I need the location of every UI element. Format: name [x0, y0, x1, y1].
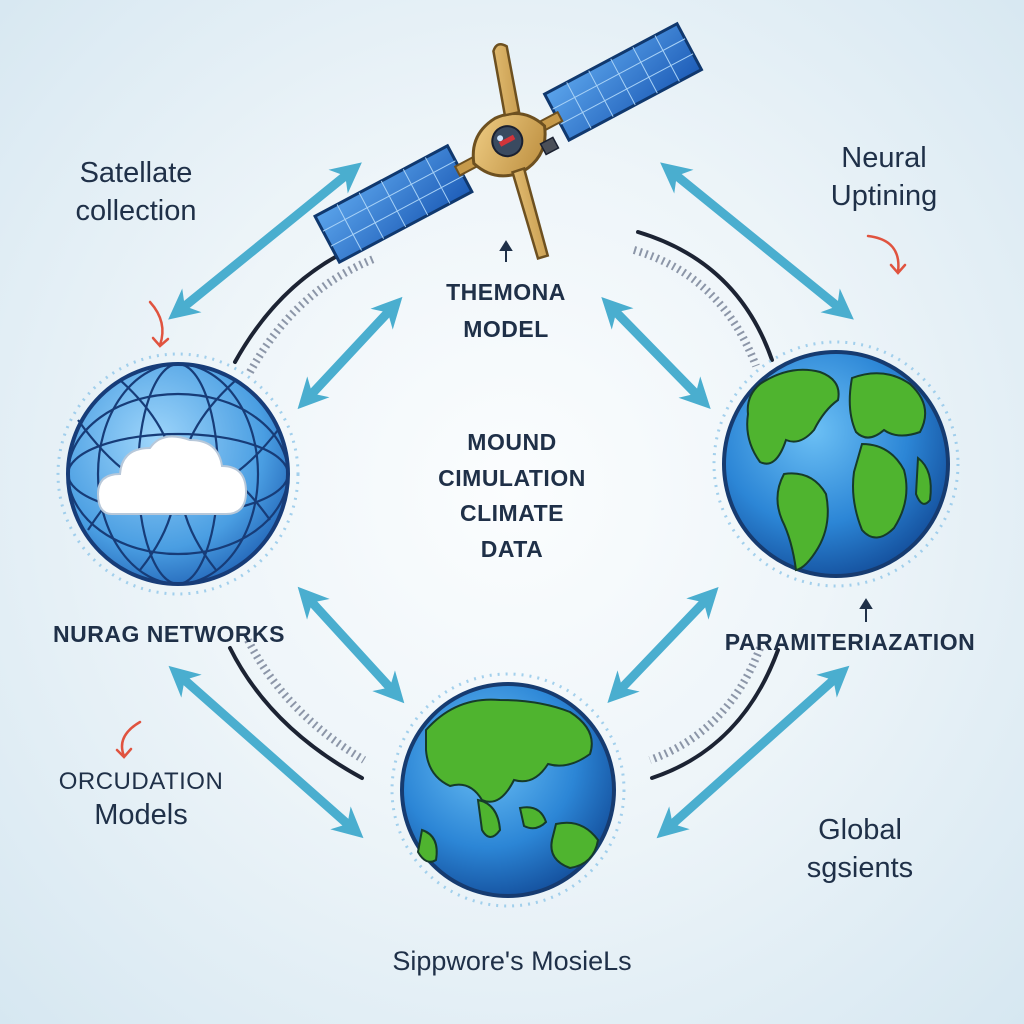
landmasses	[746, 368, 932, 572]
solar-panel-left	[313, 143, 474, 265]
label-neural-uptining: Neural Uptining	[784, 140, 984, 215]
label-line: Satellate	[79, 157, 193, 189]
arrow-satellite-left-globe	[168, 162, 362, 320]
arrow-inner-top-left	[297, 296, 403, 410]
landmasses-asia	[416, 698, 600, 870]
arrow-right-bottom	[656, 665, 850, 839]
node-label-left: NURAG NETWORKS	[26, 620, 312, 650]
label-line: Global	[818, 814, 902, 846]
node-label-right: PARAMITERIAZATION	[700, 628, 1000, 658]
label-line: ORCUDATION	[58, 768, 224, 795]
label-line: THEMONA	[446, 279, 566, 305]
label-line: PARAMITERIAZATION	[724, 629, 976, 655]
earth-globe-asia-icon	[390, 672, 626, 908]
node-label-bottom: Sippwore's MosieLs	[322, 944, 702, 979]
wireframe-globe-cloud-icon	[56, 352, 300, 596]
label-line: Neural	[841, 142, 927, 174]
arrow-inner-top-right	[601, 297, 711, 409]
arc-top-right	[636, 230, 774, 362]
center-label: MOUND CIMULATION CLIMATE DATA	[412, 425, 612, 568]
label-line: Models	[94, 799, 188, 832]
cloud-shape	[96, 435, 248, 515]
label-line: MODEL	[463, 315, 549, 342]
arrow-inner-bottom-left	[297, 586, 405, 704]
label-line: Sippwore's MosieLs	[392, 946, 632, 976]
label-line: DATA	[480, 535, 544, 562]
arrow-inner-bottom-right	[607, 586, 719, 704]
arc-bottom-right	[650, 648, 780, 780]
label-line: MOUND	[467, 429, 557, 455]
label-line: CLIMATE	[459, 500, 564, 527]
accent-arrow-top-right	[866, 234, 907, 275]
outer-arrows	[168, 162, 854, 839]
label-satellite-collection: Satellate collection	[36, 155, 236, 230]
accent-arrows	[115, 234, 907, 759]
label-orcudation-models: ORCUDATION Models	[36, 766, 246, 835]
accent-arrow-top-left	[148, 300, 170, 348]
solar-panel-right	[542, 21, 704, 143]
label-line: sgsients	[806, 851, 914, 884]
label-line: NURAG NETWORKS	[53, 621, 285, 647]
node-label-top: THEMONA MODEL	[406, 274, 606, 348]
label-line: Uptining	[830, 179, 938, 212]
arc-top-left	[233, 238, 374, 364]
arc-bottom-left	[228, 646, 364, 780]
arc-ticks	[244, 246, 764, 764]
inner-arrows	[297, 296, 719, 704]
label-line: collection	[75, 194, 197, 227]
label-line: CIMULATION	[438, 464, 586, 491]
arrow-left-bottom	[168, 665, 364, 839]
arrow-satellite-right-globe	[660, 162, 854, 320]
label-global-sgsients: Global sgsients	[760, 812, 960, 887]
satellite-icon	[313, 21, 704, 265]
accent-arrow-bottom-left	[115, 720, 142, 759]
pointer-arrows	[499, 240, 873, 622]
earth-globe-icon	[712, 340, 960, 588]
